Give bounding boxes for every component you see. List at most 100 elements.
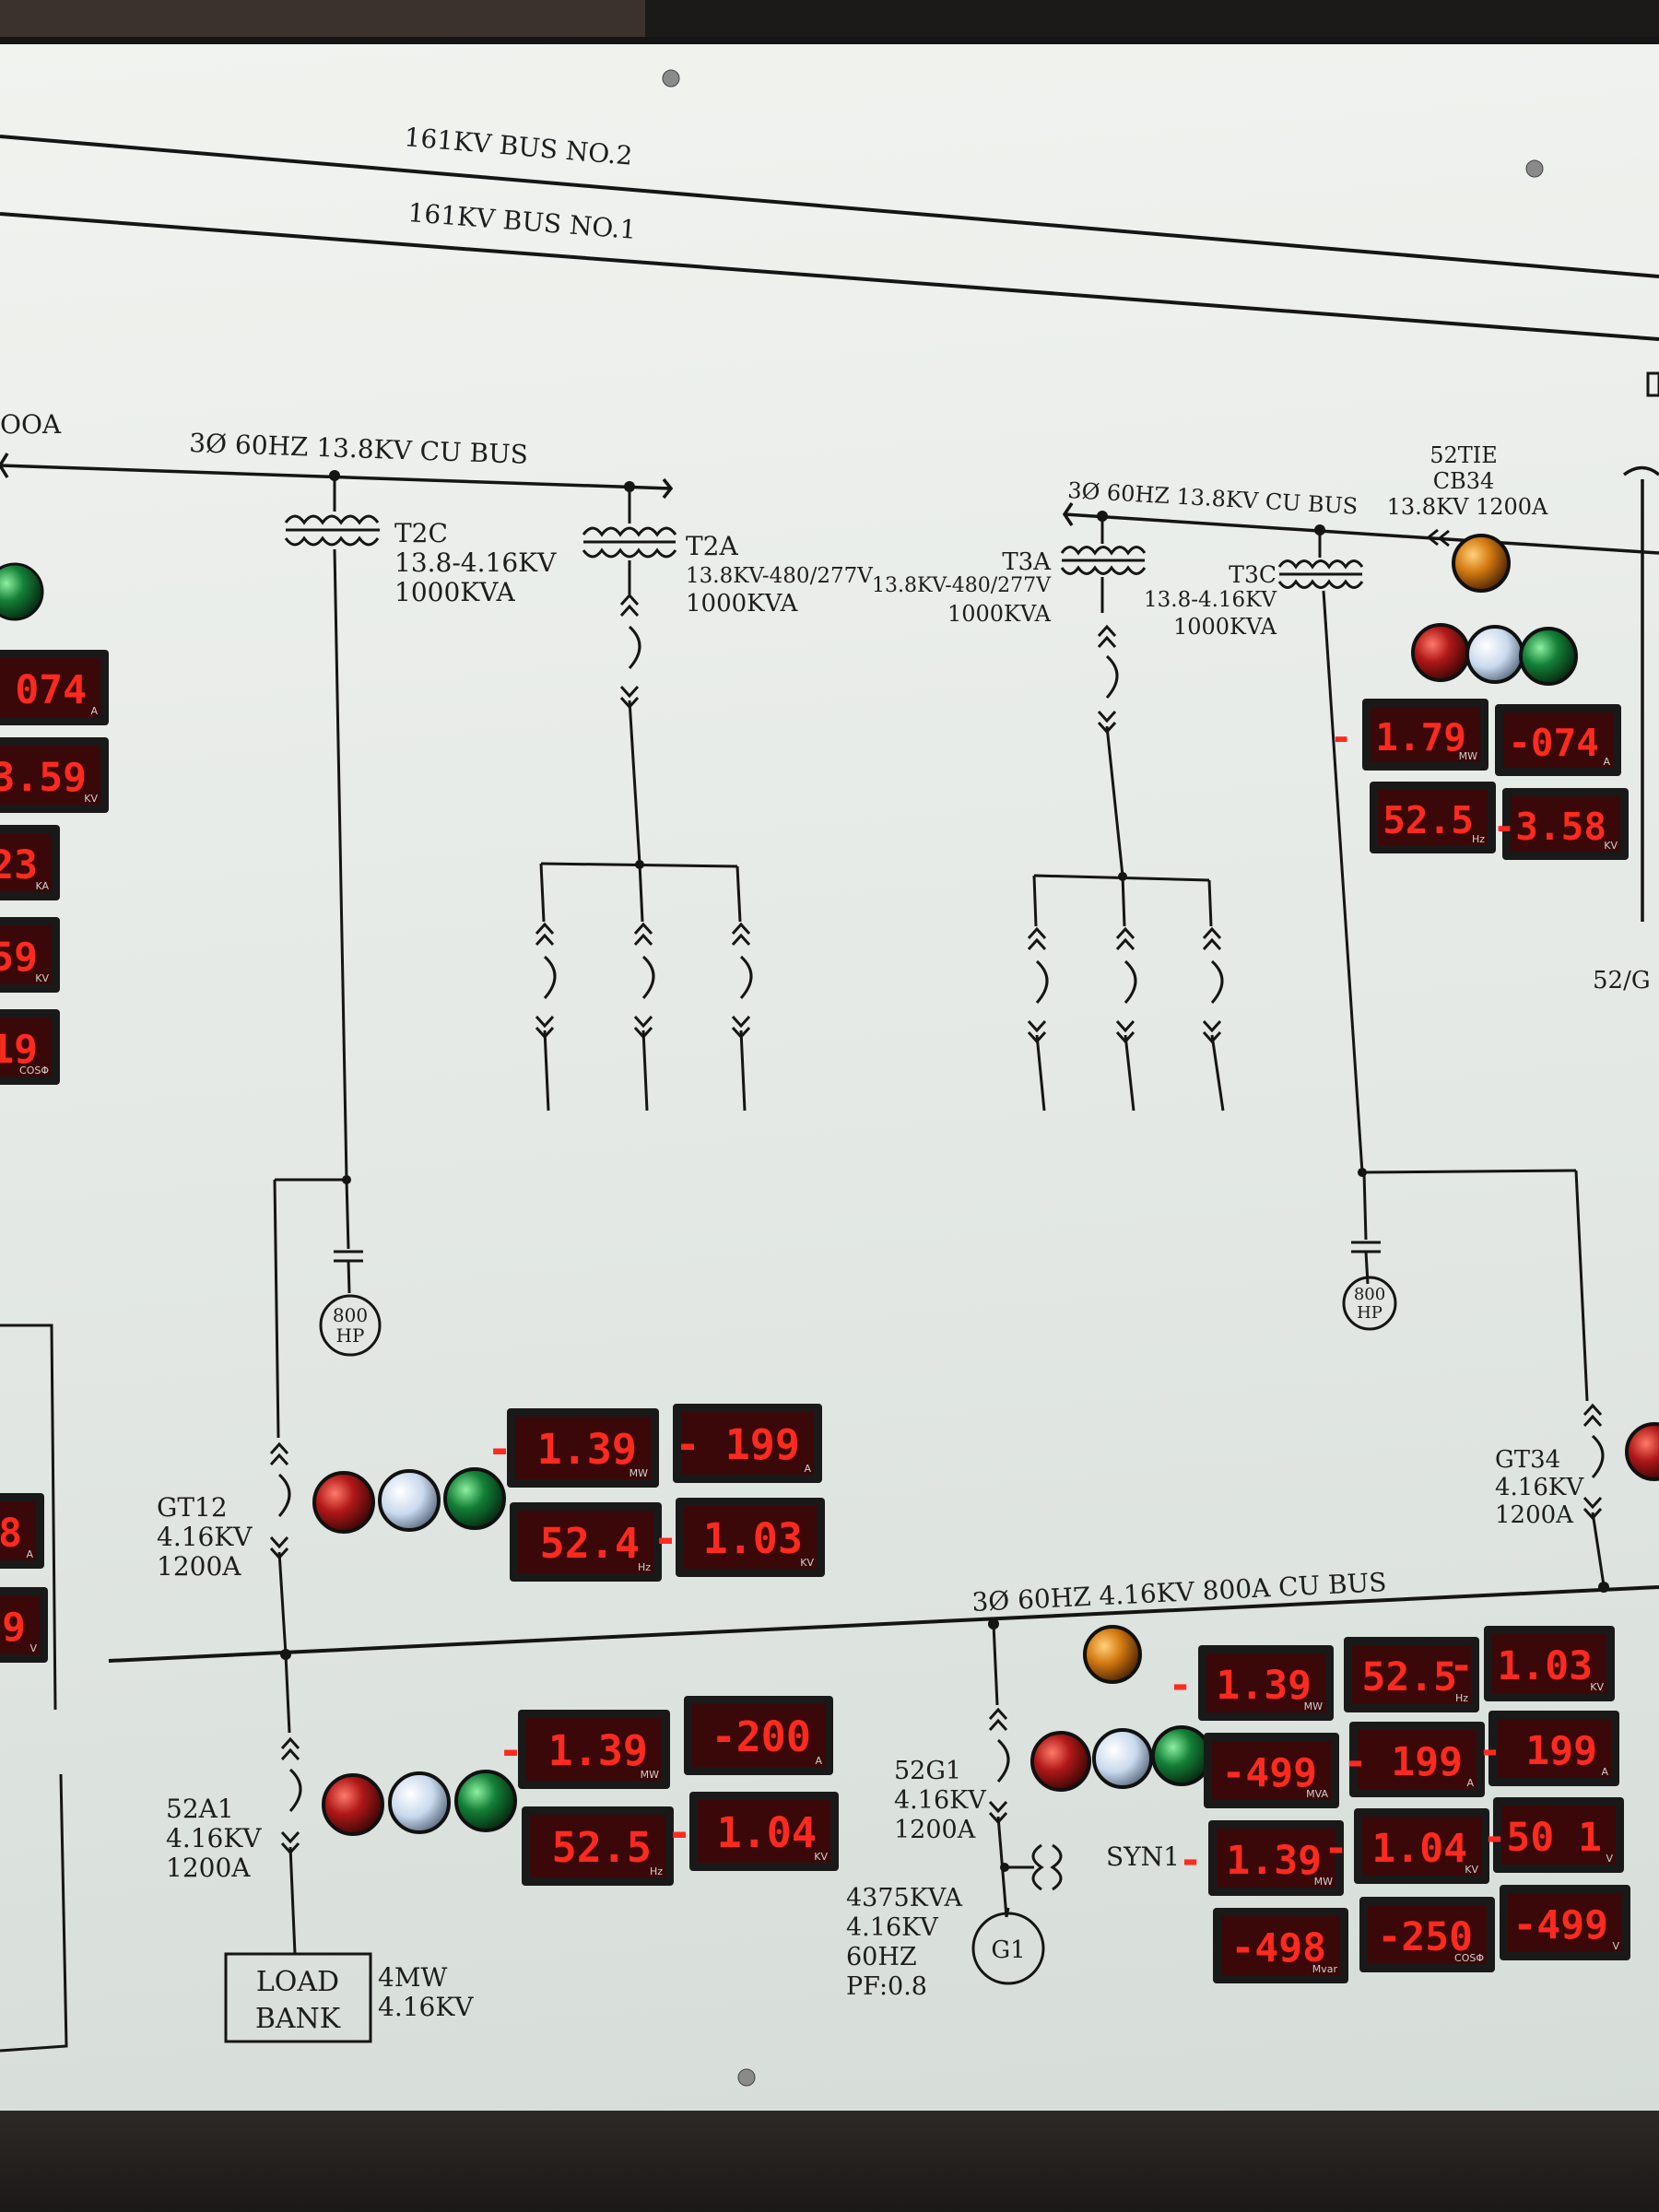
meter-unit: MW [1459, 750, 1477, 762]
gt34-rating: 1200A [1495, 1501, 1574, 1529]
meter-unit: KV [1465, 1864, 1478, 1876]
motor-left-rating: 800 [333, 1304, 368, 1326]
meter-value: -499 [1221, 1750, 1317, 1796]
meter-value: -50 1 [1483, 1815, 1602, 1861]
meter-value: 52.4 [540, 1519, 640, 1568]
left-frame-line [0, 1324, 57, 1711]
meter-value: -250 [1377, 1914, 1473, 1960]
gen-hz: 60HZ [846, 1943, 917, 1971]
tie-breaker-icon [1426, 528, 1450, 547]
gt34-name: GT34 [1495, 1446, 1560, 1474]
meter-display [1371, 707, 1480, 762]
generator-g1-icon: G1 [971, 1907, 1045, 1985]
gt12-rating: 1200A [157, 1551, 241, 1582]
gt34-label: GT34 4.16KV 1200A [1495, 1446, 1584, 1529]
meter-unit: Hz [1472, 833, 1485, 845]
meter-unit: KV [814, 1851, 828, 1863]
meter-display [692, 1704, 825, 1767]
lamp-red-icon [322, 1773, 384, 1836]
meter-unit: A [815, 1755, 822, 1767]
lamp-red-icon [1625, 1422, 1659, 1481]
feeder-t3a-2-icon [1115, 875, 1137, 1112]
meter-display [1492, 1634, 1606, 1693]
transformer-t2a-icon [582, 487, 677, 594]
meter-display [1212, 1741, 1331, 1800]
tie-cb: CB34 [1433, 468, 1495, 494]
meter-value: - 1.03 [1450, 1643, 1593, 1689]
meter-display [698, 1800, 830, 1863]
t2c-name: T2C [394, 518, 448, 548]
bus-node [635, 860, 644, 869]
syn1-label: SYN1 [1106, 1841, 1180, 1872]
gt34-voltage: 4.16KV [1495, 1474, 1584, 1501]
feeder-t2a-3-icon [731, 865, 753, 1112]
meter-display [1497, 1719, 1611, 1778]
t2a-rating: 1000KVA [686, 590, 799, 618]
meter-value: 59 [0, 935, 38, 981]
meter-display [0, 658, 100, 717]
lamp-red-icon [312, 1471, 375, 1534]
bus-node [280, 1649, 291, 1660]
bus-161kv-no2-label: 161KV BUS NO.2 [403, 122, 633, 171]
lamps-52a1 [322, 1770, 517, 1836]
meter-value: 52.5 [1382, 798, 1474, 842]
meter-value: - 199 [676, 1420, 800, 1469]
meter-value: - 1.39 [487, 1425, 637, 1474]
meter-unit: MVA [1306, 1788, 1328, 1800]
meter-display [681, 1412, 814, 1475]
meter-display [1221, 1916, 1340, 1975]
t3a-name: T3A [1002, 548, 1052, 576]
lamps-gt34 [1625, 1422, 1659, 1481]
52g1-label: 52G1 4.16KV 1200A [894, 1757, 986, 1844]
right-edge-box [1646, 371, 1659, 397]
meter-value: - 1.03 [653, 1514, 803, 1563]
lamp-green-icon [454, 1770, 517, 1832]
meter-display [1511, 796, 1620, 852]
motor-right-unit: HP [1357, 1303, 1382, 1323]
bus-node [1314, 524, 1325, 535]
meter-display [0, 1018, 52, 1077]
meter-value: 52.5 [1361, 1654, 1457, 1700]
bus-node [1097, 511, 1108, 522]
meter-value: 19 [0, 1027, 38, 1073]
meter-display [1352, 1645, 1471, 1704]
52g1-rating: 1200A [894, 1816, 976, 1844]
motor-left-unit: HP [336, 1324, 365, 1347]
meter-unit: Hz [650, 1865, 663, 1877]
t3c-rating: 1000KVA [1173, 614, 1277, 640]
t2c-voltage: 13.8-4.16KV [394, 547, 557, 578]
meter-value: -499 [1512, 1902, 1608, 1948]
meter-unit: KV [84, 793, 98, 805]
load-bank-line2: BANK [255, 2003, 341, 2035]
meter-value: 23 [0, 842, 38, 888]
lamp-white-icon [1465, 625, 1524, 684]
meter-unit: A [26, 1548, 33, 1560]
meter-display [0, 746, 100, 805]
meter-display [1501, 1806, 1616, 1865]
bus-node [624, 481, 635, 492]
meter-display [530, 1815, 665, 1877]
screw-icon [737, 2068, 756, 2087]
meter-display [1508, 1893, 1622, 1952]
meter-value: - 1.39 [1179, 1838, 1322, 1884]
tie-name: 52TIE [1430, 442, 1498, 468]
generator-name: G1 [991, 1936, 1025, 1964]
lamps-tie [1411, 534, 1578, 686]
gen-kv: 4.16KV [846, 1913, 938, 1942]
meter-value: - 1.79 [1330, 715, 1466, 759]
